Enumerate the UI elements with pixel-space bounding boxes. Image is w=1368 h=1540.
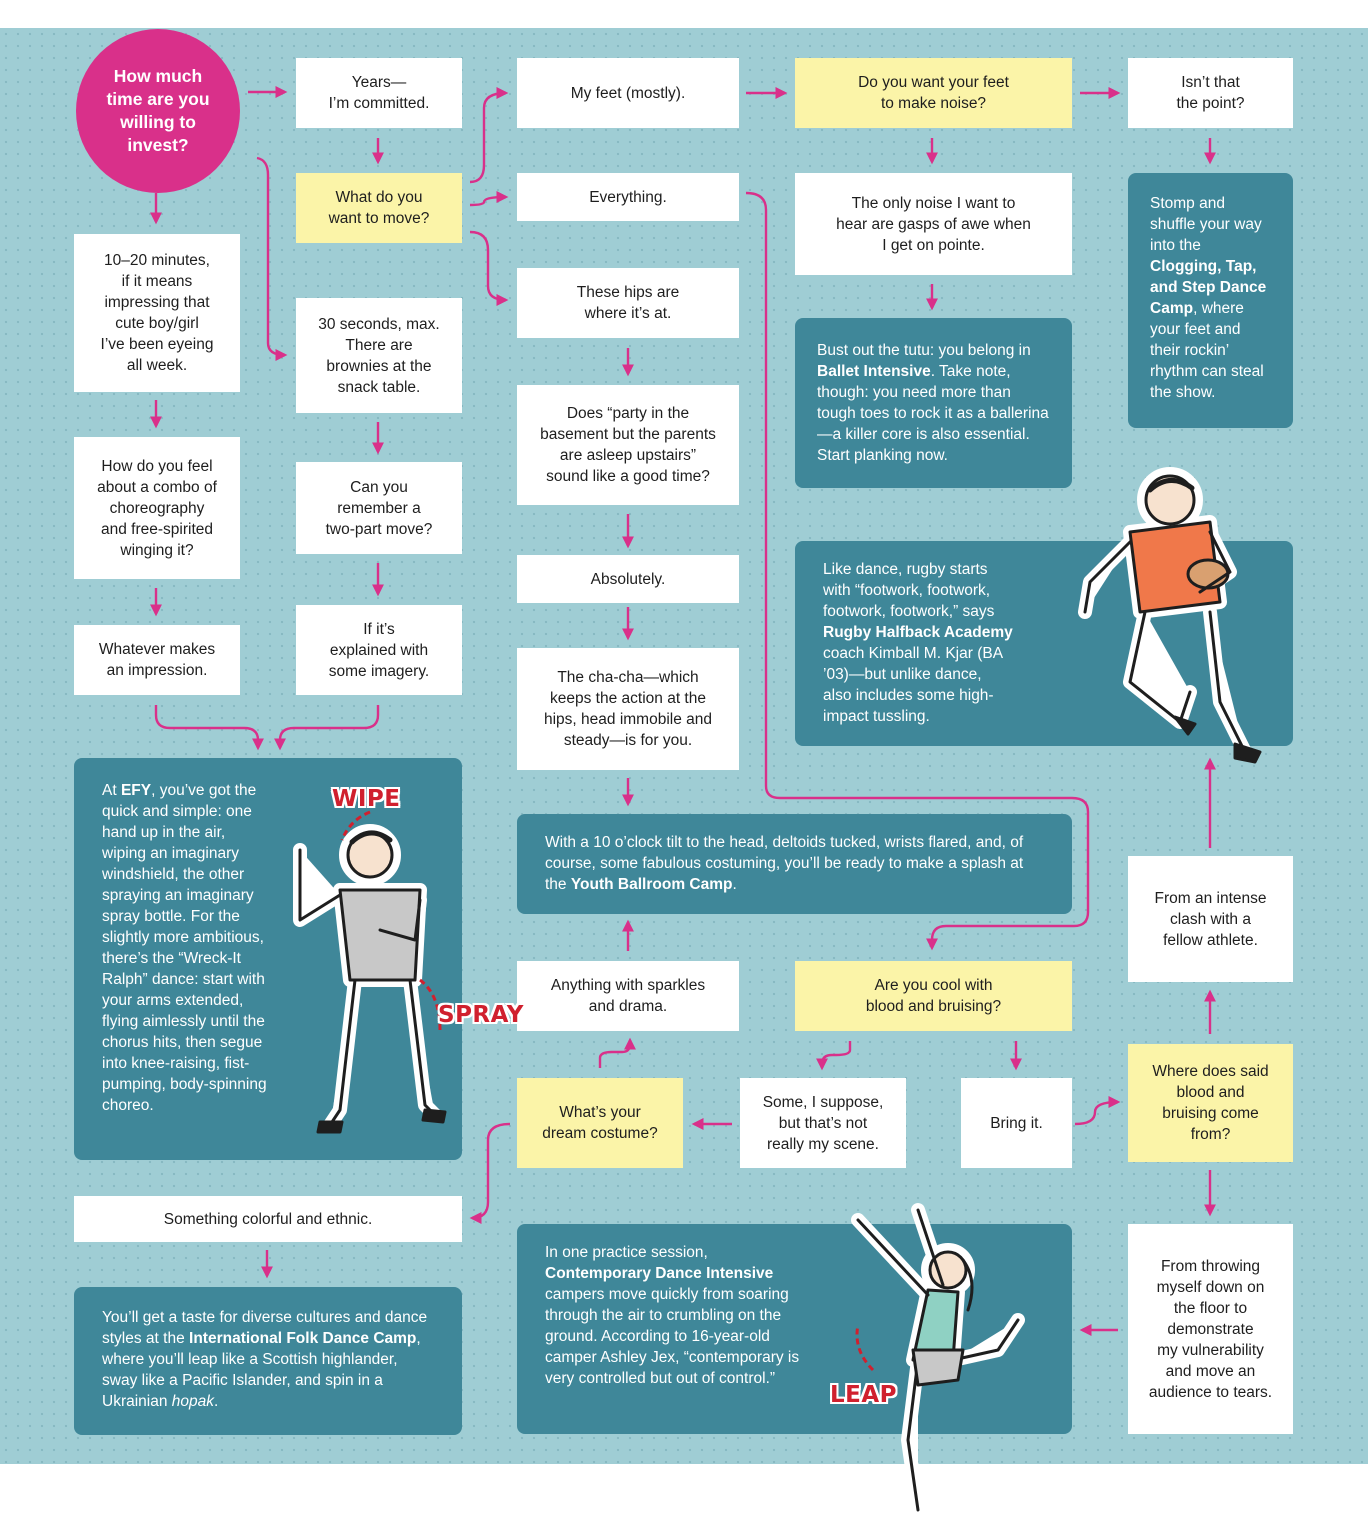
rugby-player-illustration: [1078, 467, 1262, 764]
answer-bring-it: Bring it.: [961, 1078, 1072, 1168]
question-noise: Do you want your feet to make noise?: [795, 58, 1072, 128]
result-ballroom: With a 10 o’clock tilt to the head, delt…: [517, 814, 1072, 914]
wipe-label: WIPE: [332, 786, 401, 812]
result-clogging: Stomp and shuffle your way into the Clog…: [1128, 173, 1293, 428]
answer-ten-twenty: 10–20 minutes, if it means impressing th…: [74, 234, 240, 392]
question-costume: What’s your dream costume?: [517, 1078, 683, 1168]
result-ballet: Bust out the tutu: you belong in Ballet …: [795, 318, 1072, 488]
answer-clash: From an intense clash with a fellow athl…: [1128, 856, 1293, 982]
answer-point: Isn’t that the point?: [1128, 58, 1293, 128]
answer-suppose: Some, I suppose, but that’s not really m…: [740, 1078, 906, 1168]
efy-dancer-illustration: [293, 810, 447, 1134]
result-folk: You’ll get a taste for diverse cultures …: [74, 1287, 462, 1435]
question-party: Does “party in the basement but the pare…: [517, 385, 739, 505]
answer-years: Years— I’m committed.: [296, 58, 462, 128]
answer-gasps: The only noise I want to hear are gasps …: [795, 173, 1072, 275]
result-contemporary: In one practice session, Contemporary Da…: [517, 1224, 1072, 1434]
leap-label: LEAP: [830, 1382, 898, 1408]
question-blood: Are you cool with blood and bruising?: [795, 961, 1072, 1031]
answer-sparkles: Anything with sparkles and drama.: [517, 961, 739, 1031]
contemporary-dancer-illustration: [851, 1203, 1025, 1517]
answer-whatever: Whatever makes an impression.: [74, 625, 240, 695]
answer-imagery: If it’s explained with some imagery.: [296, 605, 462, 695]
question-combo: How do you feel about a combo of choreog…: [74, 437, 240, 579]
answer-everything: Everything.: [517, 173, 739, 221]
answer-feet: My feet (mostly).: [517, 58, 739, 128]
answer-thirty-seconds: 30 seconds, max. There are brownies at t…: [296, 298, 462, 413]
answer-throwing: From throwing myself down on the floor t…: [1128, 1224, 1293, 1434]
start-question: How much time are you willing to invest?: [76, 29, 240, 193]
spray-label: SPRAY: [438, 1002, 524, 1028]
answer-colorful: Something colorful and ethnic.: [74, 1196, 462, 1242]
answer-absolutely: Absolutely.: [517, 555, 739, 603]
answer-chacha: The cha-cha—which keeps the action at th…: [517, 648, 739, 770]
answer-hips: These hips are where it’s at.: [517, 268, 739, 338]
question-what-move: What do you want to move?: [296, 173, 462, 243]
question-where-blood: Where does said blood and bruising come …: [1128, 1044, 1293, 1162]
question-two-part: Can you remember a two-part move?: [296, 462, 462, 554]
